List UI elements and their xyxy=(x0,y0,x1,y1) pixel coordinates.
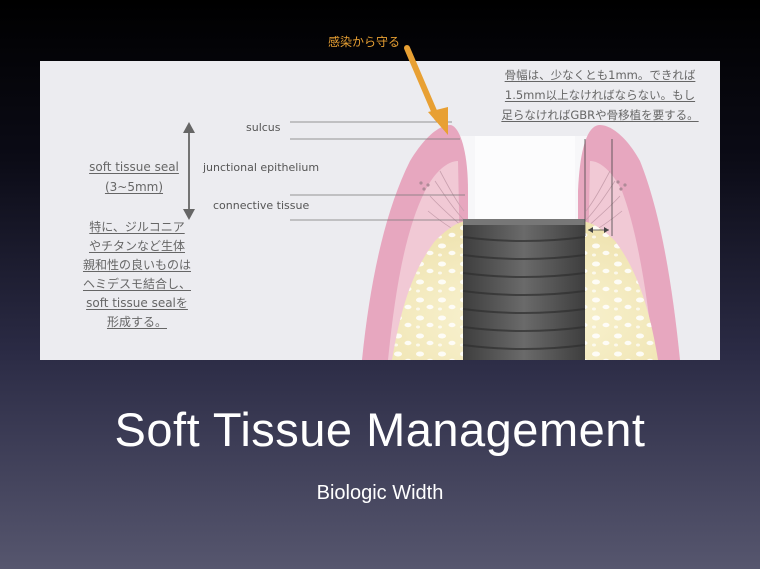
diagram-panel: sulcus junctional epithelium connective … xyxy=(40,61,720,360)
slide-subtitle: Biologic Width xyxy=(316,482,444,504)
junctional-epithelium-label: junctional epithelium xyxy=(203,161,320,174)
implant-soft-tissue-diagram xyxy=(183,121,680,360)
bone-note-line: 足らなければGBRや骨移植を要する。 xyxy=(501,108,699,122)
sulcus-label: sulcus xyxy=(246,121,281,134)
soft-tissue-seal-note: soft tissue seal (3~5mm) xyxy=(78,158,190,197)
bone-note-line: 骨幅は、少なくとも1mm。できれば xyxy=(504,68,696,82)
connective-tissue-label: connective tissue xyxy=(213,199,310,212)
bone-width-marker xyxy=(584,139,613,236)
material-note-line: 親和性の良いものは xyxy=(82,258,191,272)
material-note-line: 特に、ジルコニア xyxy=(89,220,185,234)
material-note: 特に、ジルコニア やチタンなど生体 親和性の良いものは ヘミデスモ結合し、 so… xyxy=(76,218,198,332)
material-note-line: ヘミデスモ結合し、 xyxy=(82,277,191,291)
material-note-line: soft tissue sealを xyxy=(86,296,188,310)
material-note-line: 形成する。 xyxy=(106,315,167,329)
implant-threads xyxy=(462,236,586,350)
cell-dots xyxy=(419,180,627,191)
material-note-line: やチタンなど生体 xyxy=(88,239,185,253)
abutment xyxy=(475,136,575,221)
bone-width-note: 骨幅は、少なくとも1mm。できれば 1.5mm以上なければならない。もし 足らな… xyxy=(483,65,717,125)
infection-label: 感染から守る xyxy=(328,35,401,49)
slide-title: Soft Tissue Management xyxy=(114,403,646,456)
soft-tissue-seal-arrow xyxy=(183,122,195,220)
bone-note-line: 1.5mm以上なければならない。もし xyxy=(504,88,696,102)
implant-body xyxy=(463,221,585,360)
right-fibers xyxy=(584,170,623,237)
seal-note-line: (3~5mm) xyxy=(104,179,164,194)
leader-lines xyxy=(290,121,465,221)
seal-note-line: soft tissue seal xyxy=(89,160,179,174)
